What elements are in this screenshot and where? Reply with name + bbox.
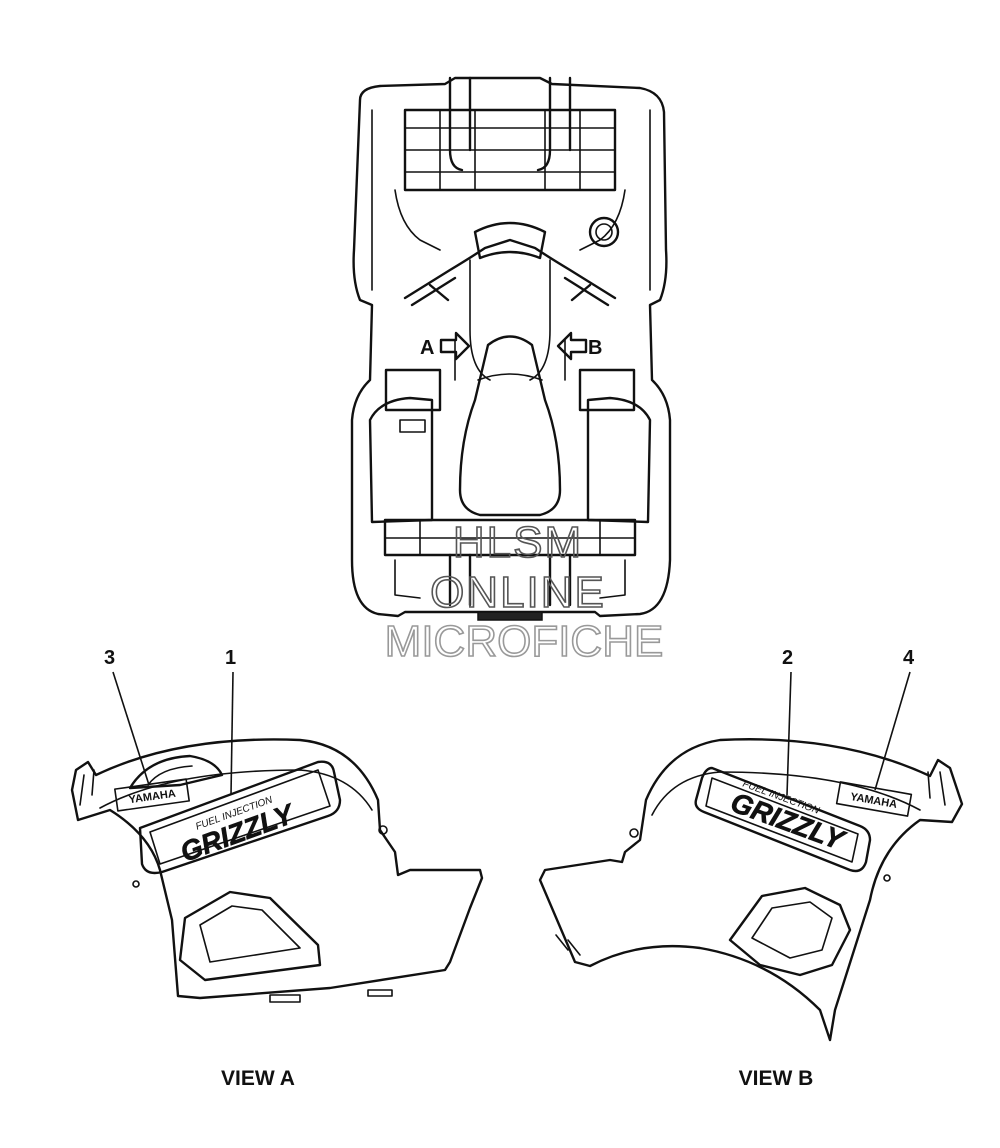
watermark-line2: ONLINE bbox=[430, 568, 606, 617]
decal-yamaha-b-text: YAMAHA bbox=[849, 791, 898, 811]
leader-line-2 bbox=[786, 671, 792, 796]
callout-2-label: 2 bbox=[782, 647, 793, 669]
view-arrow-b-label: B bbox=[588, 337, 602, 359]
view-a-title: VIEW A bbox=[221, 1067, 295, 1090]
leader-line-1 bbox=[230, 671, 234, 796]
view-arrow-b: B bbox=[556, 331, 602, 361]
decal-yamaha-a: YAMAHA bbox=[114, 778, 190, 812]
arrow-left-icon bbox=[556, 331, 588, 361]
leader-line-4 bbox=[874, 671, 911, 791]
callout-1-label: 1 bbox=[225, 647, 236, 669]
leader-line-3 bbox=[112, 671, 150, 786]
view-b-panel: YAMAHA FUEL INJECTION GRIZZLY bbox=[538, 738, 964, 1042]
arrow-right-icon bbox=[439, 331, 471, 361]
callout-3-label: 3 bbox=[104, 647, 115, 669]
callout-4-label: 4 bbox=[903, 647, 915, 669]
watermark-line3: MICROFICHE bbox=[385, 617, 664, 666]
view-arrow-a: A bbox=[420, 331, 471, 361]
view-b-title: VIEW B bbox=[739, 1067, 814, 1090]
decal-yamaha-b: YAMAHA bbox=[835, 781, 913, 817]
decal-grizzly-a: FUEL INJECTION GRIZZLY bbox=[138, 760, 342, 875]
watermark: HLSM ONLINE MICROFICHE bbox=[384, 517, 664, 667]
watermark-line1: HLSM bbox=[453, 518, 583, 567]
atv-top-view bbox=[350, 76, 672, 621]
view-arrow-a-label: A bbox=[420, 337, 434, 359]
view-a-panel: YAMAHA FUEL INJECTION GRIZZLY bbox=[70, 738, 484, 1003]
